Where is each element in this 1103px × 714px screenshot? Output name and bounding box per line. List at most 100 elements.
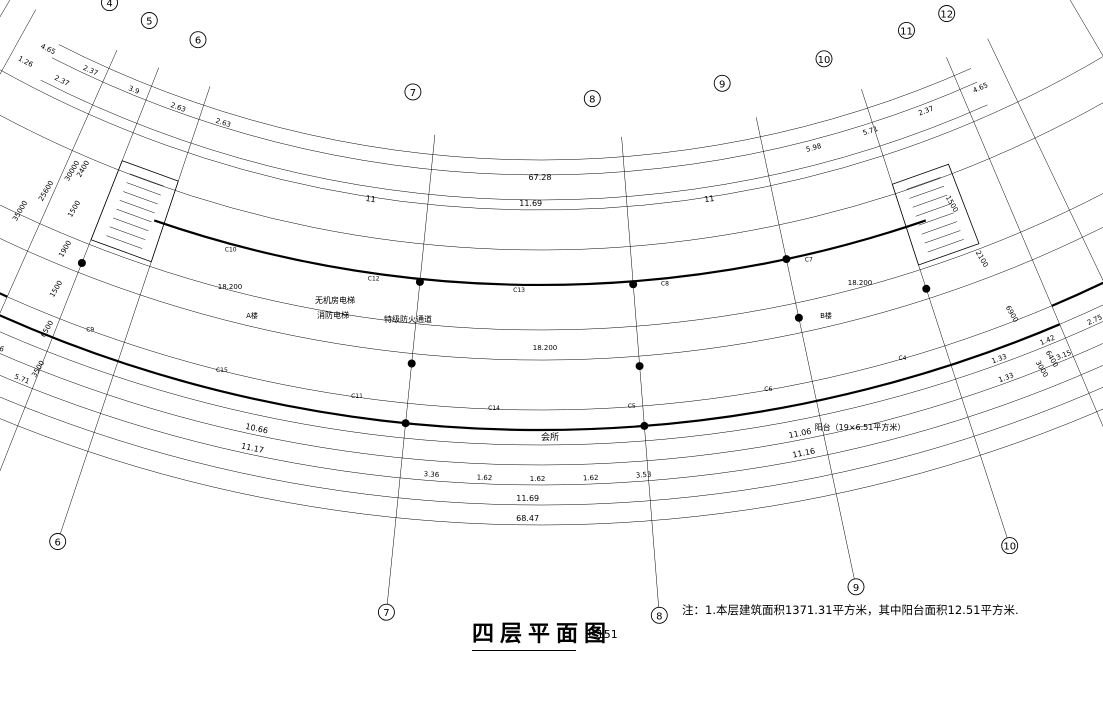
dim-left-4: 1500 <box>66 199 82 218</box>
dim-right-0: 3000 <box>1034 359 1050 378</box>
beam-label-9: C5 <box>628 403 636 410</box>
radial-axis-6 <box>57 86 211 542</box>
radial-axis-12 <box>987 38 1103 281</box>
dim-bottom-left-row3-2: 5.71 <box>13 373 30 386</box>
stair-core-b-tread-3 <box>912 194 948 208</box>
stair-core-a-tread-8 <box>106 235 143 249</box>
dim-top-right-2: 2.37 <box>917 105 934 118</box>
elevation-hall: 18.200 <box>533 344 558 352</box>
dim-left-0: 3500 <box>30 359 46 378</box>
arc-axis-B <box>0 282 1103 411</box>
room-fire-entry: 特级防火通道 <box>384 314 432 324</box>
arc-axis-E <box>0 102 1103 251</box>
bottom-dim-arc-3 <box>0 387 1103 506</box>
column-9 <box>640 421 649 430</box>
dim-bottom-right-sub: 11.06 <box>788 427 812 440</box>
dim-top-overall: 67.28 <box>529 173 552 182</box>
stair-core-b-tread-6 <box>921 221 958 235</box>
room-balcony: 阳台（19×6.51平方米） <box>815 422 906 432</box>
axis-bubble-top-9 <box>713 74 731 92</box>
radial-axis-4 <box>0 49 118 314</box>
dim-left-2: 1500 <box>48 279 64 298</box>
area-note: 注：1.本层建筑面积1371.31平方米，其中阳台面积12.51平方米. <box>682 603 1019 617</box>
arc-lines <box>0 44 1103 526</box>
title-block: 四层平面图 <box>472 616 612 651</box>
beam-label-1: C12 <box>368 275 380 282</box>
room-fire-elevator: 消防电梯 <box>317 310 349 320</box>
room-hall: 会所 <box>541 431 559 443</box>
room-machine-elevator: 无机房电梯 <box>315 295 355 305</box>
south-east-wall <box>1051 281 1103 307</box>
dim-left-total-1: 25600 <box>37 179 55 202</box>
beam-label-0: C10 <box>225 246 237 253</box>
dim-top-middle: 11.69 <box>519 199 542 208</box>
axis-label-top-8: 8 <box>589 95 595 106</box>
axis-label-bottom-9: 9 <box>853 583 859 594</box>
stair-core-a-tread-1 <box>129 173 164 187</box>
dim-top-row2-2: 2.37 <box>53 74 71 88</box>
axis-bubble-bottom-10 <box>1001 537 1019 555</box>
dim-left-3: 1900 <box>57 239 73 258</box>
axis-bubble-top-7 <box>404 83 422 101</box>
axis-bubble-top-5 <box>140 12 158 29</box>
axis-label-top-11: 11 <box>900 26 913 37</box>
column-7 <box>782 255 791 264</box>
arc-axis-F <box>0 56 1103 211</box>
dim-bottom-right-run: 11.16 <box>792 447 816 460</box>
dim-top-right-0: 5.98 <box>805 142 822 154</box>
column-1 <box>77 259 86 267</box>
column-2 <box>407 359 416 368</box>
south-curtain-wall <box>0 314 1061 432</box>
columns <box>77 255 931 430</box>
bottom-dim-arc-1 <box>0 343 1103 466</box>
dim-left-total-0: 35000 <box>11 199 29 222</box>
building-walls <box>0 219 1103 432</box>
dim-right-1: 6900 <box>1004 304 1020 323</box>
dim-bottom-center-1: 1.62 <box>477 474 493 483</box>
dim-top-seg-right: 11 <box>704 194 715 204</box>
dim-bottom-center-0: 3.36 <box>423 470 440 479</box>
bottom-dim-arc-2 <box>0 365 1103 486</box>
axis-label-top-4: 4 <box>106 0 112 10</box>
radial-axis-13 <box>1069 0 1103 57</box>
axis-label-top-5: 5 <box>146 17 152 28</box>
stair-core-a-tread-6 <box>113 217 149 232</box>
dim-bottom-center: 11.69 <box>516 494 539 503</box>
arc-axis-A <box>0 304 1103 431</box>
stair-core-a-tread-2 <box>126 182 161 196</box>
stair-core-a-tread-5 <box>116 208 152 223</box>
stair-core-a-tread-3 <box>123 191 158 205</box>
column-4 <box>794 313 803 322</box>
axis-label-bottom-8: 8 <box>656 611 662 622</box>
dim-right-2: 2100 <box>974 249 990 268</box>
stair-core-b-tread-2 <box>909 185 945 199</box>
column-6 <box>629 280 638 289</box>
stair-core-a-tread-4 <box>119 200 155 214</box>
room-stair-b: B楼 <box>820 311 832 320</box>
radial-axis-7 <box>386 134 436 613</box>
axis-bubble-top-10 <box>815 50 833 68</box>
axis-bubble-bottom-7 <box>377 603 395 621</box>
dim-bottom-right-row1-2: 2.75 <box>1086 313 1103 327</box>
axis-bubble-top-8 <box>583 90 601 108</box>
north-curtain-wall <box>153 219 927 287</box>
dim-top-row1-0: 4.65 <box>39 42 57 56</box>
stair-core-b-tread-5 <box>918 212 954 226</box>
axis-bubble-top-4 <box>101 0 118 12</box>
beam-label-8: C14 <box>488 405 500 412</box>
axis-label-bottom-10: 10 <box>1003 542 1016 553</box>
column-10 <box>922 284 931 293</box>
stair-core-a <box>90 160 179 263</box>
radial-axis-9 <box>755 117 857 587</box>
stair-core-b-tread-1 <box>906 177 941 190</box>
beam-label-10: C6 <box>764 386 772 393</box>
elevation-a: 18.200 <box>218 283 243 291</box>
axis-label-top-9: 9 <box>719 79 725 90</box>
dim-top-row1-1: 2.37 <box>82 64 99 78</box>
beam-label-5: C9 <box>86 327 94 334</box>
axis-bubble-bottom-9 <box>847 578 865 596</box>
beam-label-7: C11 <box>351 393 363 400</box>
axis-label-top-7: 7 <box>410 88 416 99</box>
axis-bubbles: 1122334455667788991010111112121313AABBCC… <box>49 0 1019 624</box>
